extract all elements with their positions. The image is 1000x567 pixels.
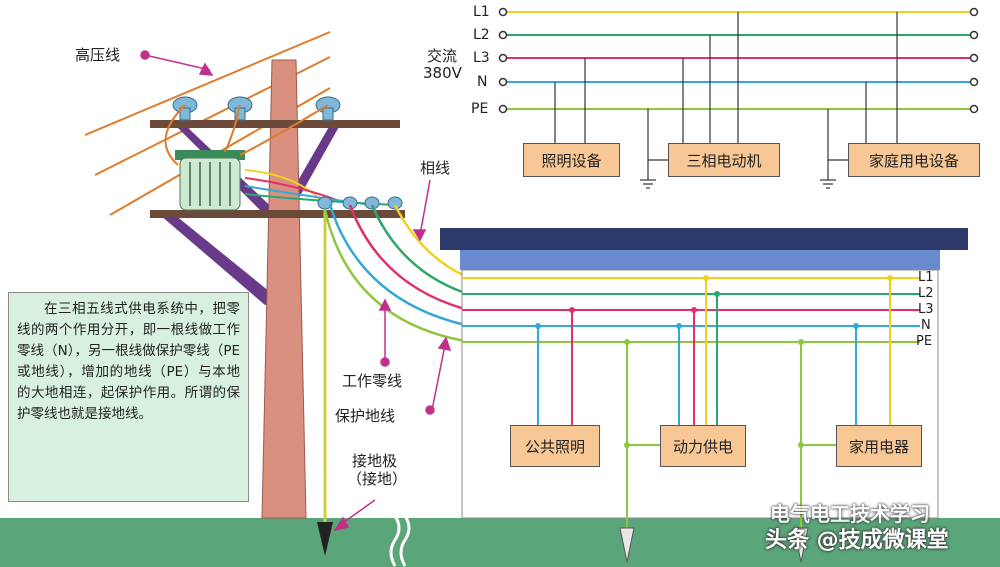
- upper-crossarm: [150, 120, 400, 128]
- label-high-voltage: 高压线: [75, 46, 121, 64]
- lower-insulators: [317, 196, 403, 210]
- watermark-line2: 头条 @技成微课堂: [765, 528, 949, 553]
- earth-symbols: [640, 160, 836, 189]
- ground-rod-left: [317, 522, 333, 556]
- utility-pole: [261, 59, 307, 519]
- bldg-line-pe: PE: [916, 334, 933, 349]
- watermark-line1: 电气电工技术学习: [770, 502, 930, 526]
- service-drop-wires: [323, 204, 466, 343]
- label-ground-electrode-sub: （接地）: [347, 470, 408, 488]
- device-power-supply: 动力供电: [660, 425, 746, 467]
- transformer-wires: [164, 104, 396, 206]
- info-text-box: 在三相五线式供电系统中，把零线的两个作用分开，即一根线做工作零线（N），另一根线…: [8, 292, 249, 502]
- junction-dots: [535, 275, 893, 448]
- device-three-phase-motor: 三相电动机: [668, 143, 780, 177]
- ground-break-mark-2: [399, 515, 411, 567]
- lower-crossarm: [150, 210, 405, 218]
- device-lighting: 照明设备: [523, 143, 620, 177]
- label-protective-ground: 保护地线: [335, 407, 396, 425]
- building-eave: [460, 250, 940, 270]
- device-home-appliances: 家用电器: [836, 425, 922, 467]
- bldg-line-l3: L3: [918, 302, 934, 317]
- bldg-line-l1: L1: [918, 270, 934, 285]
- building-drops: [537, 278, 891, 530]
- label-work-neutral: 工作零线: [342, 372, 403, 390]
- label-ac: 交流: [427, 47, 458, 65]
- device-public-lighting: 公共照明: [510, 425, 600, 467]
- top-line-n: N: [477, 74, 488, 90]
- label-phase-line: 相线: [420, 159, 451, 177]
- building-wall: [461, 269, 939, 519]
- top-line-l3: L3: [473, 50, 490, 66]
- top-device-wiring: [554, 12, 898, 161]
- ground-rod-right: [793, 527, 809, 563]
- bldg-line-l2: L2: [918, 286, 934, 301]
- device-household: 家庭用电设备: [848, 143, 980, 177]
- top-terminals: [498, 7, 979, 114]
- transformer: [175, 150, 245, 211]
- building-roof: [440, 228, 968, 250]
- upper-insulators: [172, 96, 341, 121]
- label-380v: 380V: [423, 64, 462, 82]
- top-line-l1: L1: [473, 4, 490, 20]
- top-line-pe: PE: [471, 101, 489, 117]
- ground-break-mark: [389, 515, 401, 567]
- pointer-arrows: [140, 50, 452, 532]
- bldg-line-n: N: [921, 318, 931, 333]
- ground: [0, 518, 1000, 567]
- ground-rod-mid: [619, 527, 635, 563]
- top-line-l2: L2: [473, 27, 490, 43]
- label-ground-electrode: 接地极: [352, 452, 398, 470]
